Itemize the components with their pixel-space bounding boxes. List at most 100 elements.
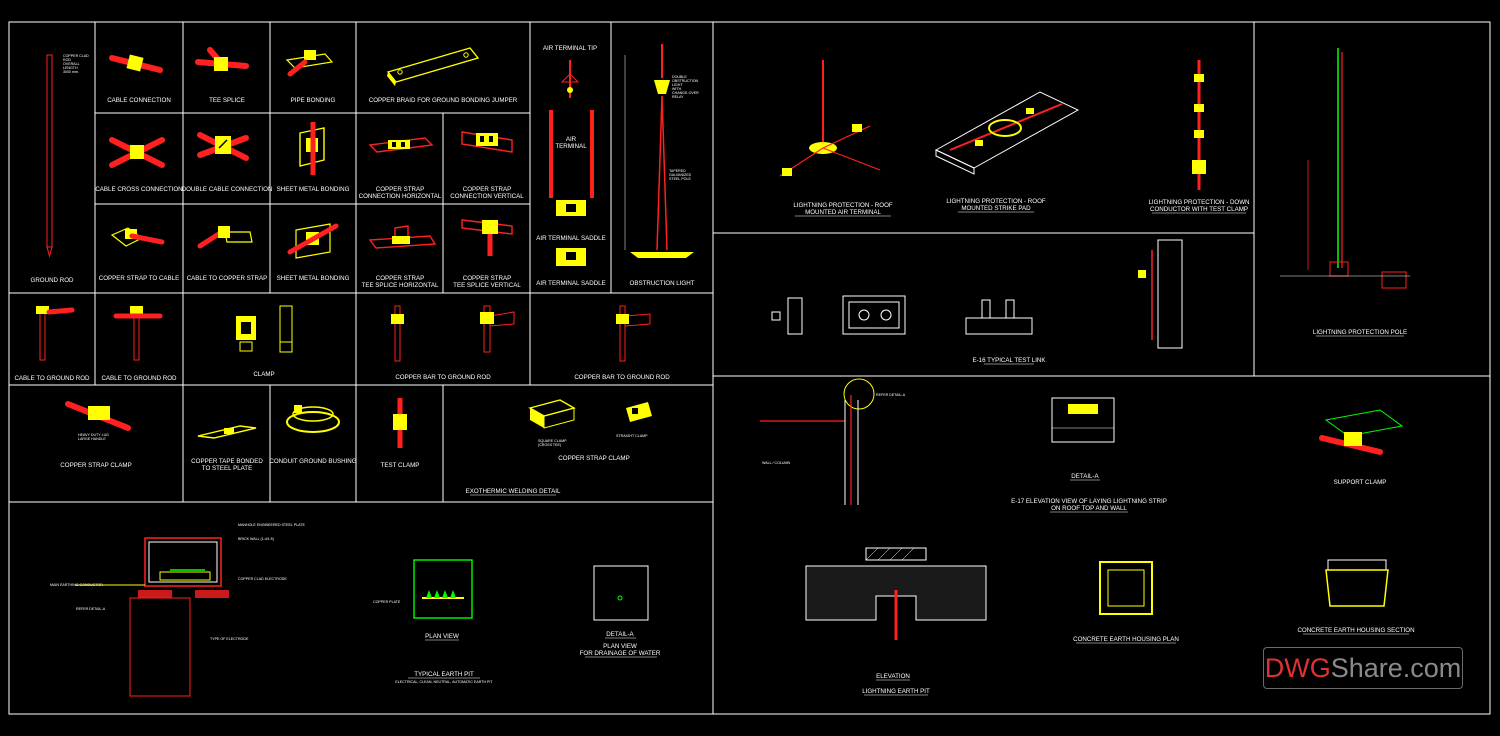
sheet-metal-1-drawing: SHEET METAL BONDING xyxy=(277,122,350,193)
square-clamp-note-2: (CROSS TEE) xyxy=(538,443,561,447)
strap-vertical-drawing: COPPER STRAP CONNECTION VERTICAL xyxy=(450,131,524,200)
svg-text:MAIN EARTHING CONDUCTOR: MAIN EARTHING CONDUCTOR xyxy=(50,583,103,587)
svg-text:BRICK WALL (1:4/1:5): BRICK WALL (1:4/1:5) xyxy=(238,537,274,541)
refer-detail-label: REFER DETAIL-A xyxy=(76,607,106,611)
housing-section-drawing: CONCRETE EARTH HOUSING SECTION xyxy=(1297,559,1415,635)
roof-strike-pad-drawing: LIGHTNING PROTECTION - ROOF MOUNTED STRI… xyxy=(934,91,1080,213)
test-clamp-label: TEST CLAMP xyxy=(381,462,420,469)
tee-vertical-label-2: TEE SPLICE VERTICAL xyxy=(453,282,521,289)
pipe-bonding-label: PIPE BONDING xyxy=(291,97,336,104)
earth-pit-typical-label: TYPICAL EARTH PIT xyxy=(414,671,474,678)
pole-note-1: TAPERED xyxy=(669,169,686,173)
housing-plan-label: CONCRETE EARTH HOUSING PLAN xyxy=(1073,636,1179,643)
straight-clamp-note: STRAIGHT CLAMP xyxy=(616,434,648,438)
copper-braid-drawing: COPPER BRAID FOR GROUND BONDING JUMPER xyxy=(369,47,518,104)
sheet-frames xyxy=(8,21,1491,715)
wall-section-drawing xyxy=(1138,239,1183,349)
obstruction-note-6: RELAY xyxy=(672,95,684,99)
tape-bonded-label-1: COPPER TAPE BONDED xyxy=(191,458,263,465)
cable-cross-label: CABLE CROSS CONNECTION xyxy=(95,186,182,193)
tee-vertical-drawing: COPPER STRAP TEE SPLICE VERTICAL xyxy=(453,219,521,289)
roof-strike-pad-label-2: MOUNTED STRIKE PAD xyxy=(961,205,1031,212)
tee-splice-drawing: TEE SPLICE xyxy=(195,47,249,104)
bar-ground-rod-2-drawing: COPPER BAR TO GROUND ROD xyxy=(574,305,670,381)
air-terminal-drawing: AIR TERMINAL TIP AIR TERMINAL AIR TERMIN… xyxy=(536,45,605,287)
square-clamp-note-1: SQUARE CLAMP xyxy=(538,439,567,443)
sheet-metal-2-drawing: SHEET METAL BONDING xyxy=(277,223,350,282)
bar-ground-rod-1-drawing: COPPER BAR TO GROUND ROD xyxy=(391,305,515,381)
strap-clamp-2-drawing: SQUARE CLAMP (CROSS TEE) STRAIGHT CLAMP … xyxy=(528,399,652,462)
cable-ground-rod-2-label: CABLE TO GROUND ROD xyxy=(101,375,177,382)
plan-drainage-label-2: FOR DRAINAGE OF WATER xyxy=(580,650,661,657)
conduit-bushing-drawing: CONDUIT GROUND BUSHING xyxy=(269,405,357,465)
earth-pit-section-drawing: MANHOLE ENGINEERED STEEL PLATE BRICK WAL… xyxy=(50,523,306,697)
obstruction-note-4: WITH xyxy=(672,87,682,91)
support-clamp-drawing: SUPPORT CLAMP xyxy=(1319,409,1404,486)
plan-view-label: PLAN VIEW xyxy=(425,633,459,640)
test-link-drawing: E-16 TYPICAL TEST LINK xyxy=(771,295,1046,365)
tee-horizontal-label-2: TEE SPLICE HORIZONTAL xyxy=(362,282,439,289)
down-conductor-label-2: CONDUCTOR WITH TEST CLAMP xyxy=(1150,206,1248,213)
air-terminal-label-1: AIR xyxy=(566,136,577,143)
sheet-metal-1-label: SHEET METAL BONDING xyxy=(277,186,350,193)
watermark-suffix: Share.com xyxy=(1330,653,1462,683)
tee-horizontal-drawing: COPPER STRAP TEE SPLICE HORIZONTAL xyxy=(362,225,439,289)
test-clamp-drawing: TEST CLAMP xyxy=(381,398,420,469)
obstruction-note-2: OBSTRUCTION xyxy=(672,79,699,83)
pole-note-3: STEEL POLE xyxy=(669,177,691,181)
cable-connection-drawing: CABLE CONNECTION xyxy=(107,54,171,104)
air-terminal-tip-label: AIR TERMINAL TIP xyxy=(543,45,597,52)
housing-section-label: CONCRETE EARTH HOUSING SECTION xyxy=(1297,627,1414,634)
cable-ground-rod-1-label: CABLE TO GROUND ROD xyxy=(14,375,90,382)
strap-vertical-label-2: CONNECTION VERTICAL xyxy=(450,193,524,200)
tee-vertical-label-1: COPPER STRAP xyxy=(463,275,511,282)
tee-horizontal-label-1: COPPER STRAP xyxy=(376,275,424,282)
cable-connection-label: CABLE CONNECTION xyxy=(107,97,171,104)
plan-drainage-label-1: PLAN VIEW xyxy=(603,643,637,650)
roof-air-terminal-label-1: LIGHTNING PROTECTION - ROOF xyxy=(793,202,893,209)
elevation-label: ELEVATION xyxy=(876,673,910,680)
ground-rod-drawing: COPPER CLAD ROD OVERALL LENGTH 3000 mm. … xyxy=(31,54,90,284)
plan-drainage-drawing: DETAIL-A PLAN VIEW FOR DRAINAGE OF WATER xyxy=(580,565,661,658)
pipe-bonding-drawing: PIPE BONDING xyxy=(285,50,336,104)
exothermic-title: EXOTHERMIC WELDING DETAIL xyxy=(466,488,561,496)
wall-column-label: WALL / COLUMN xyxy=(762,461,790,465)
lightning-earth-pit-drawing: ELEVATION LIGHTNING EARTH PIT xyxy=(805,547,987,696)
earth-pit-label: LIGHTNING EARTH PIT xyxy=(862,688,930,695)
e17-drawing: REFER DETAIL-A WALL / COLUMN DETAIL-A E-… xyxy=(760,378,1167,513)
protection-pole-drawing: LIGHTNING PROTECTION POLE xyxy=(1280,48,1410,337)
strap-horizontal-label-2: CONNECTION HORIZONTAL xyxy=(359,193,442,200)
svg-text:REFER DETAIL-A: REFER DETAIL-A xyxy=(876,393,906,397)
cable-cross-drawing: CABLE CROSS CONNECTION xyxy=(95,137,183,193)
conduit-bushing-label: CONDUIT GROUND BUSHING xyxy=(269,458,356,465)
pole-note-2: GALVANIZED xyxy=(669,173,692,177)
ground-rod-note-1: COPPER CLAD xyxy=(63,54,89,58)
air-terminal-label-2: TERMINAL xyxy=(555,143,587,150)
e17-label-1: E-17 ELEVATION VIEW OF LAYING LIGHTNING … xyxy=(1011,498,1167,505)
obstruction-light-drawing: DOUBLE OBSTRUCTION LIGHT WITH CHANGE-OVE… xyxy=(624,44,699,287)
bar-ground-rod-1-label: COPPER BAR TO GROUND ROD xyxy=(395,374,491,381)
strap-horizontal-drawing: COPPER STRAP CONNECTION HORIZONTAL xyxy=(359,137,442,200)
ground-rod-note-5: 3000 mm. xyxy=(63,70,79,74)
strap-vertical-label-1: COPPER STRAP xyxy=(463,186,511,193)
roof-strike-pad-label-1: LIGHTNING PROTECTION - ROOF xyxy=(946,198,1046,205)
tape-bonded-label-2: TO STEEL PLATE xyxy=(202,465,252,472)
cable-ground-rod-2-drawing: CABLE TO GROUND ROD xyxy=(101,306,177,382)
dwgshare-watermark[interactable]: DWGShare.com xyxy=(1263,647,1463,689)
cable-to-strap-drawing: CABLE TO COPPER STRAP xyxy=(187,226,267,282)
obstruction-note-3: LIGHT xyxy=(672,83,683,87)
air-saddle-2-label: AIR TERMINAL SADDLE xyxy=(536,280,605,287)
ground-rod-note-4: LENGTH xyxy=(63,66,78,70)
ground-rod-note-2: ROD xyxy=(63,58,71,62)
test-link-label: E-16 TYPICAL TEST LINK xyxy=(972,357,1046,364)
down-conductor-drawing: LIGHTNING PROTECTION - DOWN CONDUCTOR WI… xyxy=(1148,60,1250,214)
sheet-metal-2-label: SHEET METAL BONDING xyxy=(277,275,350,282)
strap-clamp-2-label: COPPER STRAP CLAMP xyxy=(558,455,629,462)
typical-earth-pit-drawing: COPPER PLATE PLAN VIEW TYPICAL EARTH PIT… xyxy=(373,559,493,684)
cable-ground-rod-1-drawing: CABLE TO GROUND ROD xyxy=(14,306,90,382)
bar-ground-rod-2-label: COPPER BAR TO GROUND ROD xyxy=(574,374,670,381)
strap-to-cable-drawing: COPPER STRAP TO CABLE xyxy=(99,227,179,282)
tape-bonded-drawing: COPPER TAPE BONDED TO STEEL PLATE xyxy=(191,425,263,472)
strap-horizontal-label-1: COPPER STRAP xyxy=(376,186,424,193)
